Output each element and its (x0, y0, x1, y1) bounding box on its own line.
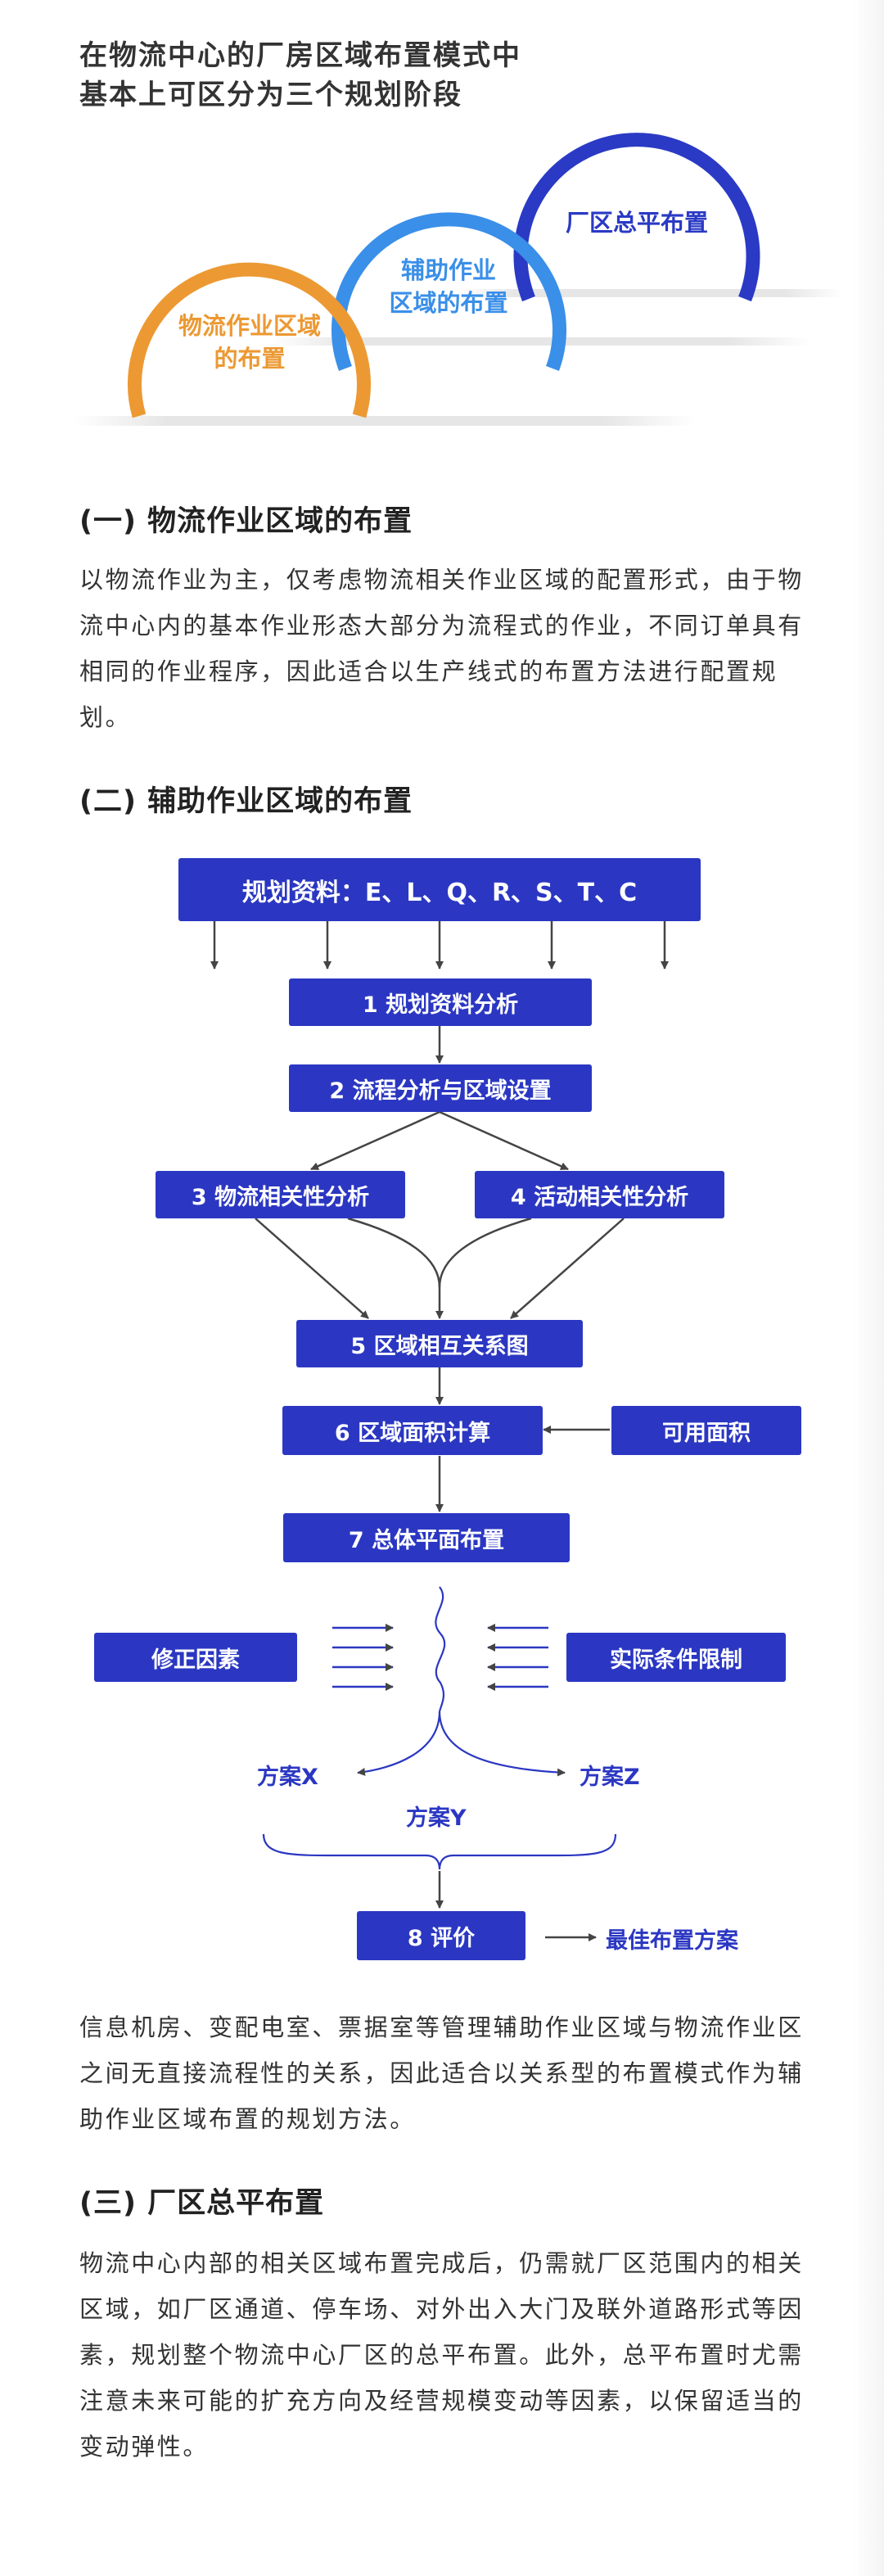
step3-to-step5-arrow (255, 1218, 369, 1319)
step4-merge-curve (438, 1217, 532, 1288)
stage-3-arc (513, 133, 760, 302)
stage-3-label: 厂区总平布置 (565, 209, 708, 237)
stage-1-arc (128, 262, 371, 418)
flow-step-7-box: 7 总体平面布置 (283, 1513, 570, 1562)
best-plan-label: 最佳布置方案 (606, 1928, 738, 1954)
section-1-title: (一) 物流作业区域的布置 (79, 505, 413, 538)
section-2-title: (二) 辅助作业区域的布置 (79, 785, 413, 818)
page-title-line-1: 在物流中心的厂房区域布置模式中 (79, 39, 521, 72)
step2-to-step4-arrow (439, 1110, 569, 1171)
flow-step-2-box: 2 流程分析与区域设置 (289, 1064, 592, 1112)
section-3-title: (三) 厂区总平布置 (79, 2187, 325, 2220)
available-area-box: 可用面积 (611, 1406, 801, 1455)
flow-step-5-box: 5 区域相互关系图 (296, 1320, 583, 1367)
section-1-body: 以物流作业为主，仅考虑物流相关作业区域的配置形式，由于物流中心内的基本作业形态大… (79, 566, 804, 731)
step4-to-step5-arrow (510, 1218, 625, 1319)
stage-1-label: 物流作业区域 的布置 (178, 312, 321, 373)
correction-factors-box: 修正因素 (94, 1633, 297, 1682)
ground-shadow-1 (74, 416, 696, 426)
stage-arcs-graphic (74, 133, 843, 426)
wavy-center-line (435, 1586, 446, 1712)
right-edge-shade (853, 0, 884, 2576)
constraints-box: 实际条件限制 (566, 1633, 786, 1682)
flow-step-4-box: 4 活动相关性分析 (475, 1171, 724, 1218)
plans-brace (262, 1833, 617, 1870)
page-title-line-2: 基本上可区分为三个规划阶段 (79, 79, 462, 111)
section-2-body: 信息机房、变配电室、票据室等管理辅助作业区域与物流作业区之间无直接流程性的关系，… (79, 2013, 804, 2133)
to-plan-z-curve (438, 1711, 566, 1777)
stage-2-arc (332, 212, 566, 371)
flow-step-8-box: 8 评价 (357, 1911, 525, 1960)
step2-to-step3-arrow (310, 1110, 440, 1171)
flow-step-1-box: 1 规划资料分析 (289, 978, 592, 1026)
plan-z-label: 方案Z (580, 1765, 640, 1790)
step3-merge-curve (347, 1217, 441, 1288)
to-plan-x-curve (357, 1711, 441, 1776)
flow-step-3-box: 3 物流相关性分析 (156, 1171, 405, 1218)
flow-input-box: 规划资料：E、L、Q、R、S、T、C (178, 858, 701, 921)
plan-x-label: 方案X (257, 1765, 318, 1790)
plan-y-label: 方案Y (406, 1805, 467, 1831)
stage-2-label: 辅助作业 区域的布置 (389, 256, 508, 317)
flow-step-6-box: 6 区域面积计算 (282, 1406, 543, 1455)
ground-shadow-2 (270, 337, 810, 346)
section-3-body: 物流中心内部的相关区域布置完成后，仍需就厂区范围内的相关区域，如厂区通道、停车场… (79, 2249, 804, 2461)
